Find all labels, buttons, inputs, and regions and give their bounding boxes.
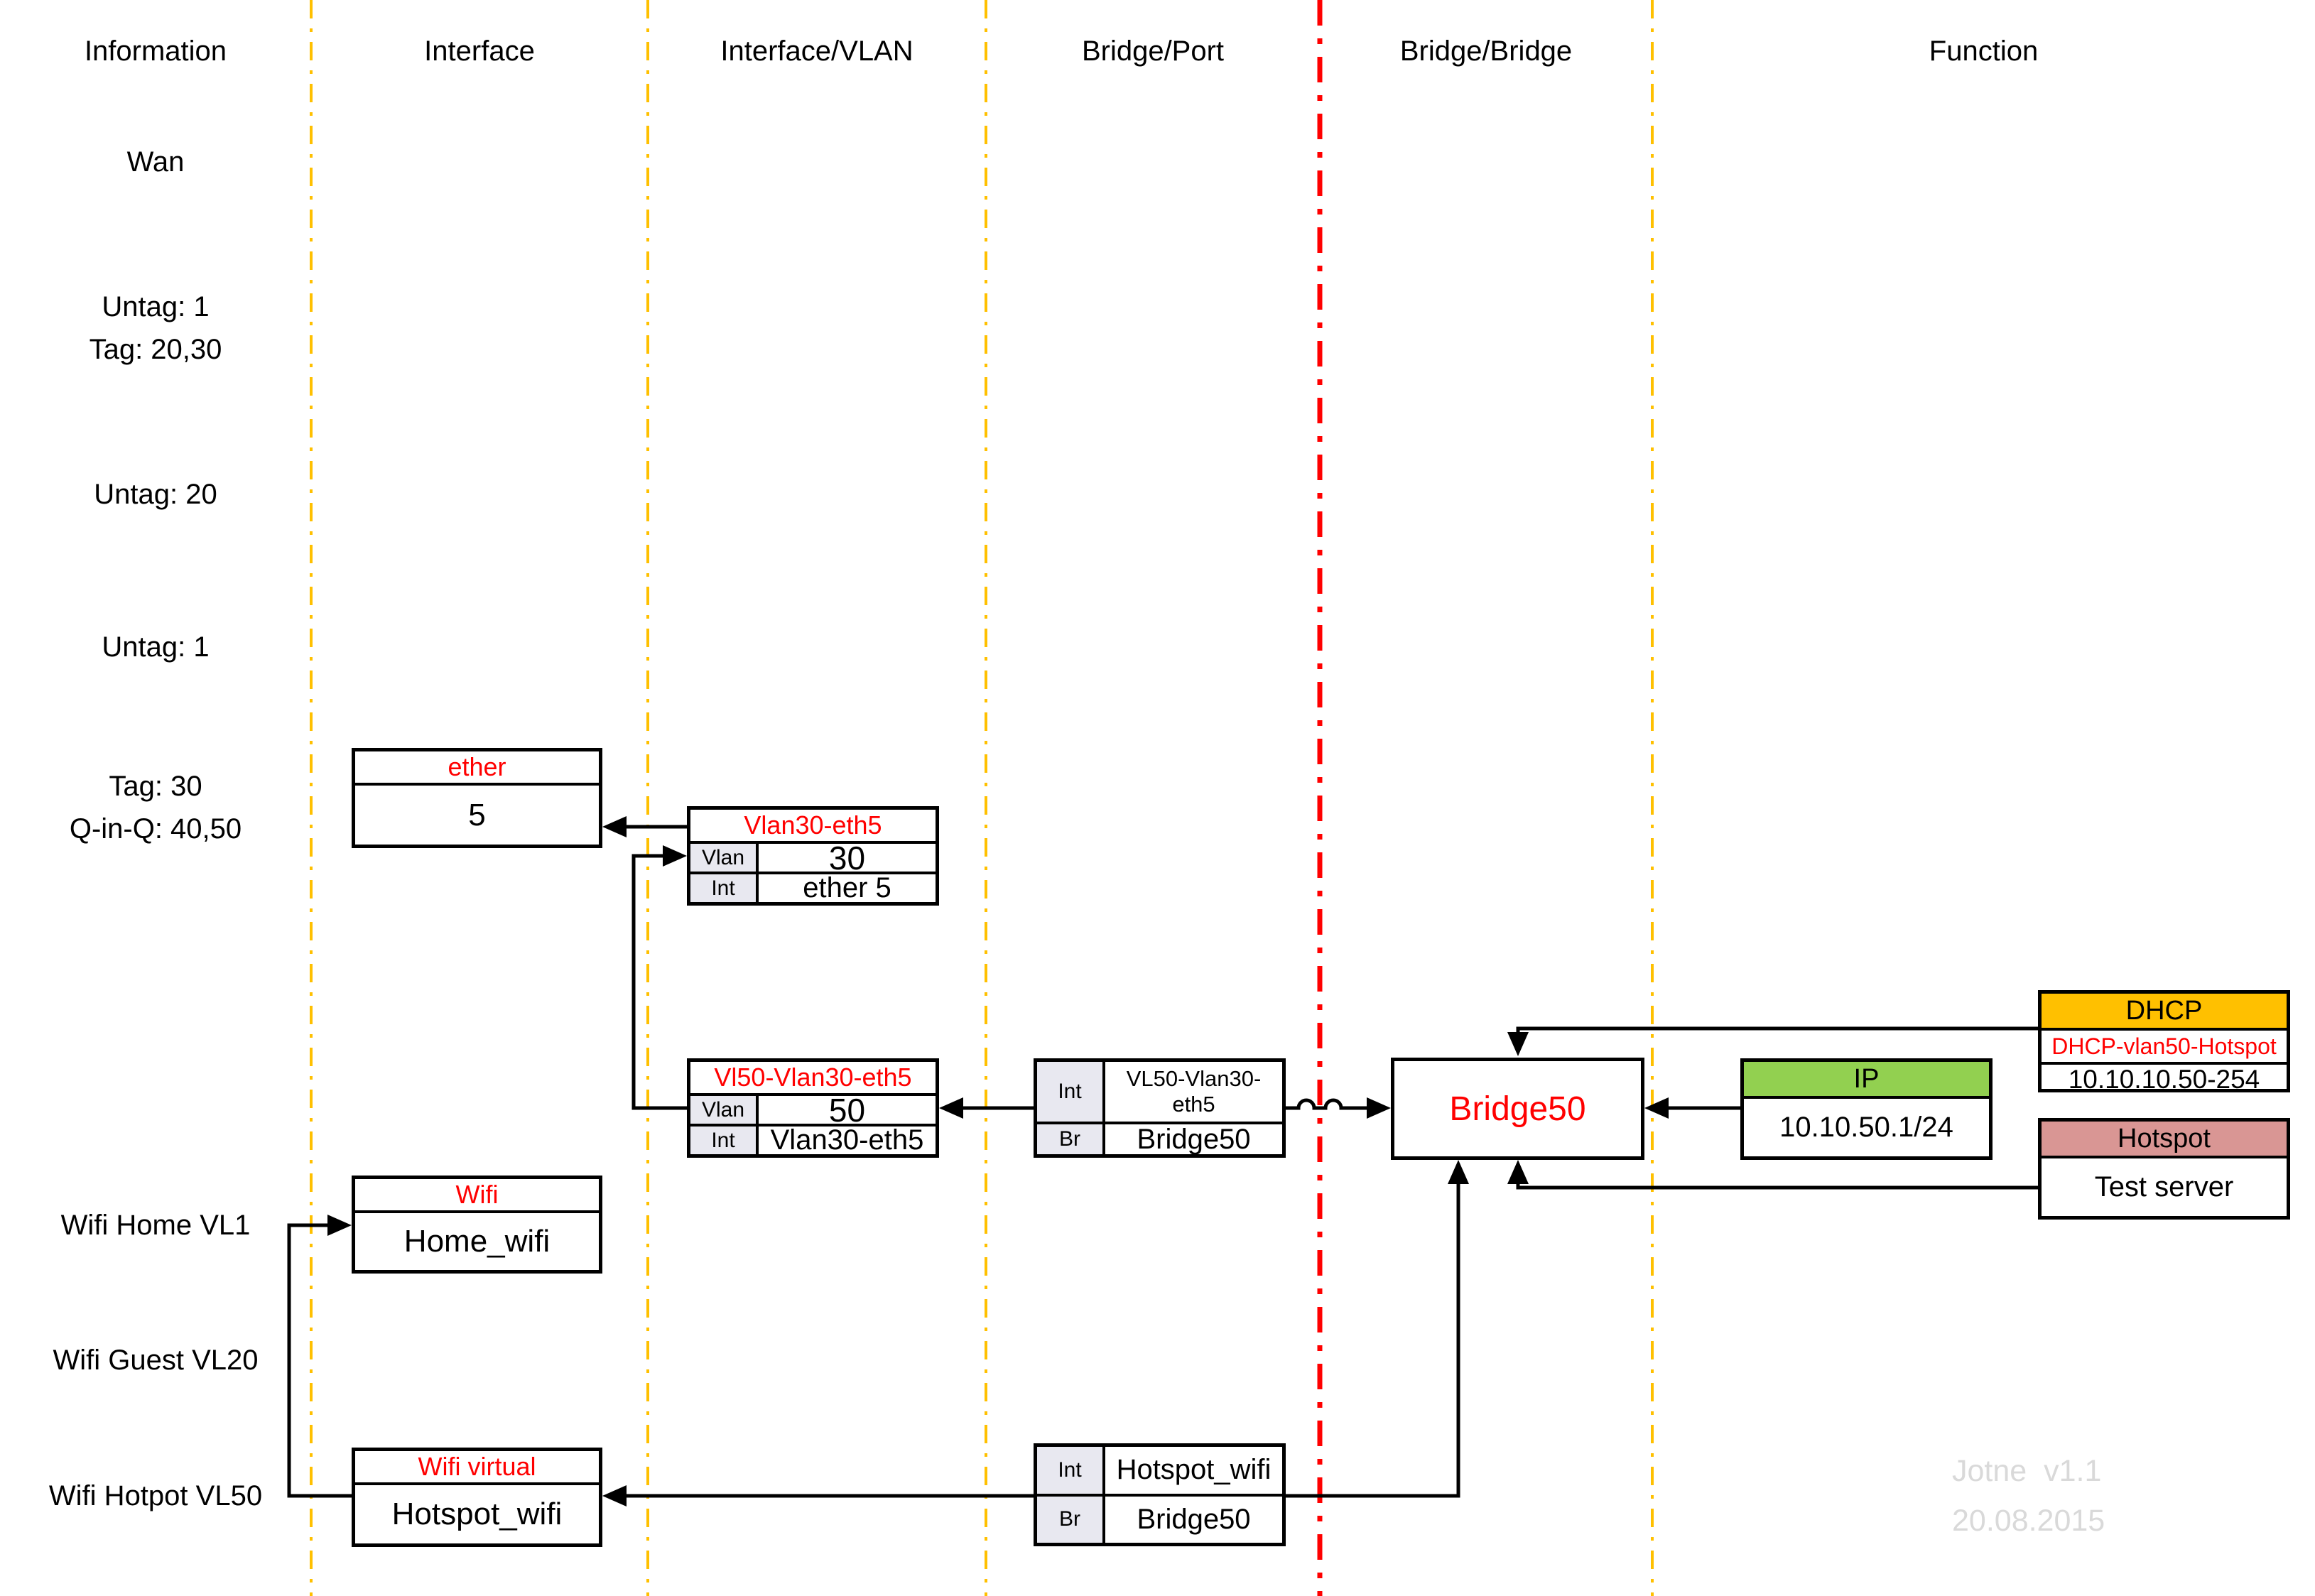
vlan30-eth5-box: Vlan30-eth5 Vlan 30 Int ether 5 [687,806,939,906]
hotspot-box: Hotspot Test server [2038,1118,2290,1220]
wifi-virtual-box: Wifi virtual Hotspot_wifi [352,1448,602,1547]
connector-wifi-labels [287,1223,352,1498]
connector-bp2-to-bridge50 [1286,1183,1460,1498]
vlan30-int-label: Int [690,874,759,902]
hotspot-box-value: Test server [2094,1171,2234,1203]
info-label-port4-line2: Q-in-Q: 40,50 [69,813,242,845]
column-header-information: Information [84,35,227,67]
bp2-br-label: Br [1037,1496,1105,1543]
bp2-br-row: Br Bridge50 [1037,1496,1282,1543]
bp1-br-label: Br [1037,1124,1105,1154]
vlan30-vlan-label: Vlan [690,844,759,872]
connector-hotspot-to-bridge50 [1516,1183,2038,1190]
info-label-wifi-home: Wifi Home VL1 [60,1210,251,1241]
info-label-port4-line1: Tag: 30 [109,771,202,802]
arrowhead-into-bridge50-top [1507,1032,1529,1056]
bridge-port-box-vl50: Int VL50-Vlan30-eth5 Br Bridge50 [1034,1058,1286,1158]
hotspot-box-header: Hotspot [2042,1122,2287,1158]
arrowhead-into-bridge50-bottom-left [1448,1160,1469,1184]
vlan30-int-value: ether 5 [803,872,891,903]
info-label-port1-line1: Untag: 1 [102,291,210,322]
vlan30-box-title: Vlan30-eth5 [690,810,936,844]
arrowhead-into-vlan30 [663,845,687,867]
vl50-box-title: Vl50-Vlan30-eth5 [690,1062,936,1096]
dhcp-box-name: DHCP-vlan50-Hotspot [2042,1031,2287,1065]
arrowhead-into-wifi [327,1215,352,1236]
column-header-bridge-port: Bridge/Port [1081,35,1225,67]
vlan30-vlan-row: Vlan 30 [690,839,936,876]
arrowhead-into-wifi-virtual [602,1485,627,1507]
column-header-bridge-bridge: Bridge/Bridge [1399,35,1573,67]
vlan30-vlan-value: 30 [828,839,866,876]
info-label-port4: Tag: 30 Q-in-Q: 40,50 [13,765,298,850]
watermark-line1: Jotne v1.1 [1952,1454,2102,1488]
dhcp-box-header: DHCP [2042,994,2287,1031]
ip-box-header: IP [1744,1062,1989,1099]
ether-box-value: 5 [468,797,486,832]
info-label-port2: Untag: 20 [94,479,217,510]
info-label-port3: Untag: 1 [102,631,210,663]
ip-box: IP 10.10.50.1/24 [1740,1058,1993,1160]
vl50-vlan30-eth5-box: Vl50-Vlan30-eth5 Vlan 50 Int Vlan30-eth5 [687,1058,939,1158]
bp1-int-row: Int VL50-Vlan30-eth5 [1037,1062,1282,1124]
bp1-int-value: VL50-Vlan30-eth5 [1126,1066,1262,1117]
arrowhead-into-bridge50-right [1644,1097,1669,1119]
vl50-vlan-row: Vlan 50 [690,1091,936,1129]
bp1-br-row: Br Bridge50 [1037,1123,1282,1155]
arrowhead-into-ether [602,816,627,837]
watermark-line2: 20.08.2015 [1952,1504,2105,1538]
ip-box-value: 10.10.50.1/24 [1779,1112,1953,1143]
bridge50-box: Bridge50 [1391,1058,1644,1160]
bp2-int-row: Int Hotspot_wifi [1037,1447,1282,1497]
vl50-int-label: Int [690,1127,759,1154]
bridge-port-box-hotspot: Int Hotspot_wifi Br Bridge50 [1034,1443,1286,1546]
dhcp-box-value: 10.10.10.50-254 [2068,1065,2260,1094]
ether-box-title: ether [355,751,599,786]
info-label-wan: Wan [126,146,185,178]
bp2-int-label: Int [1037,1447,1105,1494]
wifi-virtual-box-title: Wifi virtual [355,1451,599,1485]
connector-bp1-to-bridge50 [1286,1098,1368,1110]
connector-vl50-to-vlan30 [631,854,687,1110]
vl50-vlan-label: Vlan [690,1096,759,1124]
info-label-wifi-hotspot: Wifi Hotpot VL50 [48,1480,263,1511]
arrowhead-into-vl50 [939,1097,963,1119]
bp1-int-label: Int [1037,1062,1105,1122]
dhcp-box: DHCP DHCP-vlan50-Hotspot 10.10.10.50-254 [2038,990,2290,1094]
column-header-interface-vlan: Interface/VLAN [720,35,913,67]
wifi-virtual-box-value: Hotspot_wifi [391,1497,563,1531]
arrowhead-into-bridge50-left [1367,1097,1391,1119]
column-header-function: Function [1929,35,2039,67]
vl50-int-value: Vlan30-eth5 [770,1124,924,1156]
info-label-port1-line2: Tag: 20,30 [89,334,222,365]
watermark: Jotne v1.1 20.08.2015 [1952,1446,2105,1546]
column-header-interface: Interface [424,35,535,67]
bp1-br-value: Bridge50 [1137,1123,1251,1155]
wifi-box-title: Wifi [355,1179,599,1213]
info-label-wifi-guest: Wifi Guest VL20 [53,1345,259,1376]
vl50-vlan-value: 50 [828,1091,866,1129]
arrowhead-into-bridge50-bottom-right [1507,1160,1529,1184]
info-label-port1: Untag: 1 Tag: 20,30 [13,286,298,371]
ether-interface-box: ether 5 [352,748,602,848]
bridge50-box-title: Bridge50 [1449,1090,1586,1128]
vl50-int-row: Int Vlan30-eth5 [690,1124,936,1156]
bp2-br-value: Bridge50 [1137,1503,1251,1535]
connector-dhcp-to-bridge50 [1516,1026,2038,1033]
bp2-int-value: Hotspot_wifi [1116,1454,1272,1486]
wifi-box-value: Home_wifi [403,1224,551,1259]
wifi-box: Wifi Home_wifi [352,1176,602,1274]
vlan30-int-row: Int ether 5 [690,872,936,903]
